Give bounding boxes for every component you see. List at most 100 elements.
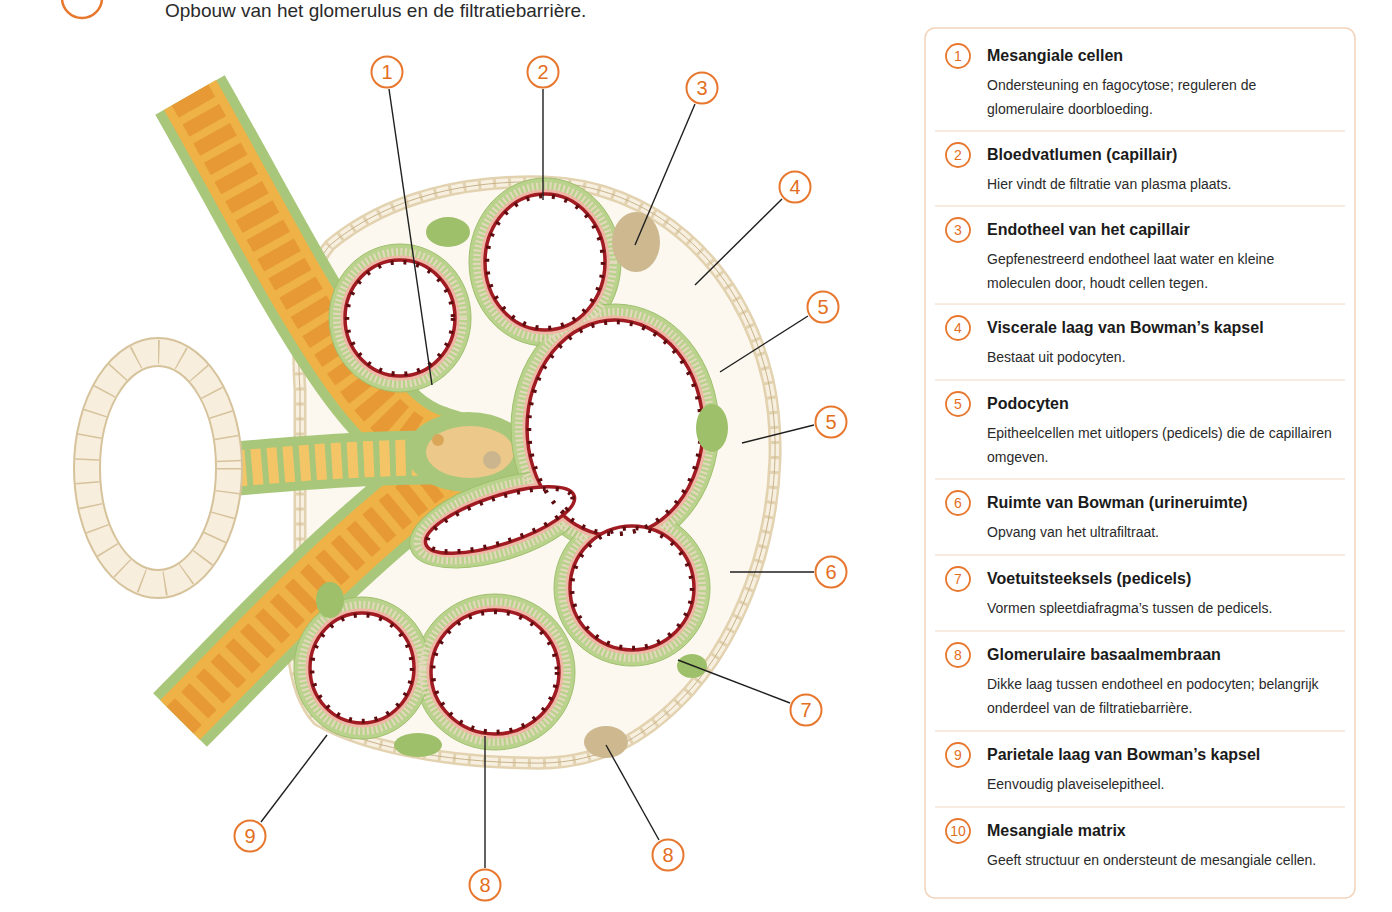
legend-separators (935, 131, 1345, 807)
callout-circle: 6 (814, 555, 848, 589)
legend-number: 6 (945, 490, 971, 516)
endothelial-nuclei (433, 612, 557, 732)
tubule-cells (87, 352, 229, 584)
legend-number: 3 (945, 217, 971, 243)
capillary-lumen (485, 194, 605, 330)
podocyte-layer (415, 594, 575, 750)
legend-number: 7 (945, 566, 971, 592)
legend-entry: Glomerulaire basaalmembraanDikke laag tu… (940, 641, 1345, 733)
capillary-lumen (431, 610, 559, 734)
legend-description: Epitheelcellen met uitlopers (pedicels) … (987, 421, 1332, 469)
capillary-lumen (570, 526, 694, 650)
circle-outline (946, 643, 970, 667)
basement-membrane (483, 192, 607, 332)
endothelial-nuclei (487, 196, 603, 328)
podocyte-body (584, 726, 628, 758)
title-icon (62, 0, 102, 18)
legend-description: Gepfenestreerd endotheel laat water en k… (987, 247, 1332, 295)
legend-number-circle: 7 (945, 566, 971, 592)
mesangial-nucleus (483, 451, 501, 469)
legend-separator (935, 206, 1345, 207)
capillary-lumen (527, 320, 703, 536)
legend-number-circle: 3 (945, 217, 971, 243)
callout-number: 3 (685, 71, 719, 105)
endothelial-nuclei (572, 528, 692, 648)
leader-line (389, 89, 432, 385)
endothelial-nuclei (421, 476, 579, 565)
callout-circle: 5 (814, 405, 848, 439)
legend-heading: Mesangiale matrix (987, 821, 1337, 841)
circle-outline (946, 316, 970, 340)
leader-line (606, 745, 659, 840)
circle-outline (946, 143, 970, 167)
callout-number: 5 (806, 290, 840, 324)
pedicels (303, 606, 421, 730)
legend-separator (935, 731, 1345, 732)
circle-outline (946, 218, 970, 242)
leader-line (484, 736, 485, 868)
legend-heading: Parietale laag van Bowman’s kapsel (987, 745, 1337, 765)
callout-number: 8 (468, 868, 502, 902)
legend-number: 9 (945, 742, 971, 768)
podocyte-body (394, 733, 442, 757)
podocyte-layer (294, 597, 430, 739)
callout-circle: 4 (778, 170, 812, 204)
legend-entry: Mesangiale matrixGeeft structuur en onde… (940, 817, 1345, 887)
mesangial-cells (426, 426, 514, 478)
leader-line (542, 89, 543, 200)
leader-line (261, 735, 327, 822)
pedicels (563, 519, 701, 657)
capillary-lumen (418, 473, 581, 567)
callout-number: 5 (814, 405, 848, 439)
legend-heading: Voetuitsteeksels (pedicels) (987, 569, 1337, 589)
tubule-lumen (100, 366, 216, 570)
legend-description: Dikke laag tussen endotheel en podocyten… (987, 672, 1332, 720)
legend-number-circle: 1 (945, 43, 971, 69)
endothelial-nuclei (347, 262, 453, 374)
legend-entry: Mesangiale cellenOndersteuning en fagocy… (940, 42, 1345, 133)
podocyte-body (696, 404, 728, 452)
legend-description: Ondersteuning en fagocytose; reguleren d… (987, 73, 1332, 121)
pedicels (338, 253, 462, 383)
legend-entry: Ruimte van Bowman (urineruimte)Opvang va… (940, 489, 1345, 557)
callout-number: 7 (789, 693, 823, 727)
callout-number: 8 (651, 838, 685, 872)
legend-separator (935, 380, 1345, 381)
legend-number: 4 (945, 315, 971, 341)
pedicels (424, 603, 566, 741)
circle-outline (946, 567, 970, 591)
basement-membrane (308, 611, 416, 725)
legend-heading: Glomerulaire basaalmembraan (987, 645, 1337, 665)
endothelial-nuclei (312, 615, 412, 721)
legend-number: 1 (945, 43, 971, 69)
legend-number-circle: 5 (945, 391, 971, 417)
callout-circle: 3 (685, 71, 719, 105)
legend-heading: Viscerale laag van Bowman’s kapsel (987, 318, 1337, 338)
legend-heading: Ruimte van Bowman (urineruimte) (987, 493, 1337, 513)
callout-number: 1 (370, 55, 404, 89)
callout-circle: 1 (370, 55, 404, 89)
circle-outline (946, 392, 970, 416)
circle-outline (946, 743, 970, 767)
legend-separator (935, 479, 1345, 480)
endothelial-nuclei (529, 322, 701, 534)
callout-number: 4 (778, 170, 812, 204)
leader-line (742, 425, 814, 443)
podocyte-body (426, 217, 470, 247)
basement-membrane (568, 524, 696, 652)
leader-line (695, 199, 782, 285)
circle-outline (946, 491, 970, 515)
legend-separator (935, 555, 1345, 556)
legend-description: Eenvoudig plaveiselepitheel. (987, 772, 1332, 796)
capillary-lumen (345, 260, 455, 376)
legend-panel (925, 28, 1355, 898)
legend-description: Geeft structuur en ondersteunt de mesang… (987, 848, 1332, 872)
legend-number: 2 (945, 142, 971, 168)
leader-line (635, 104, 695, 245)
callout-circle: 2 (526, 55, 560, 89)
legend-description: Bestaat uit podocyten. (987, 345, 1332, 369)
legend-heading: Mesangiale cellen (987, 46, 1337, 66)
legend-entry: Viscerale laag van Bowman’s kapselBestaa… (940, 314, 1345, 382)
